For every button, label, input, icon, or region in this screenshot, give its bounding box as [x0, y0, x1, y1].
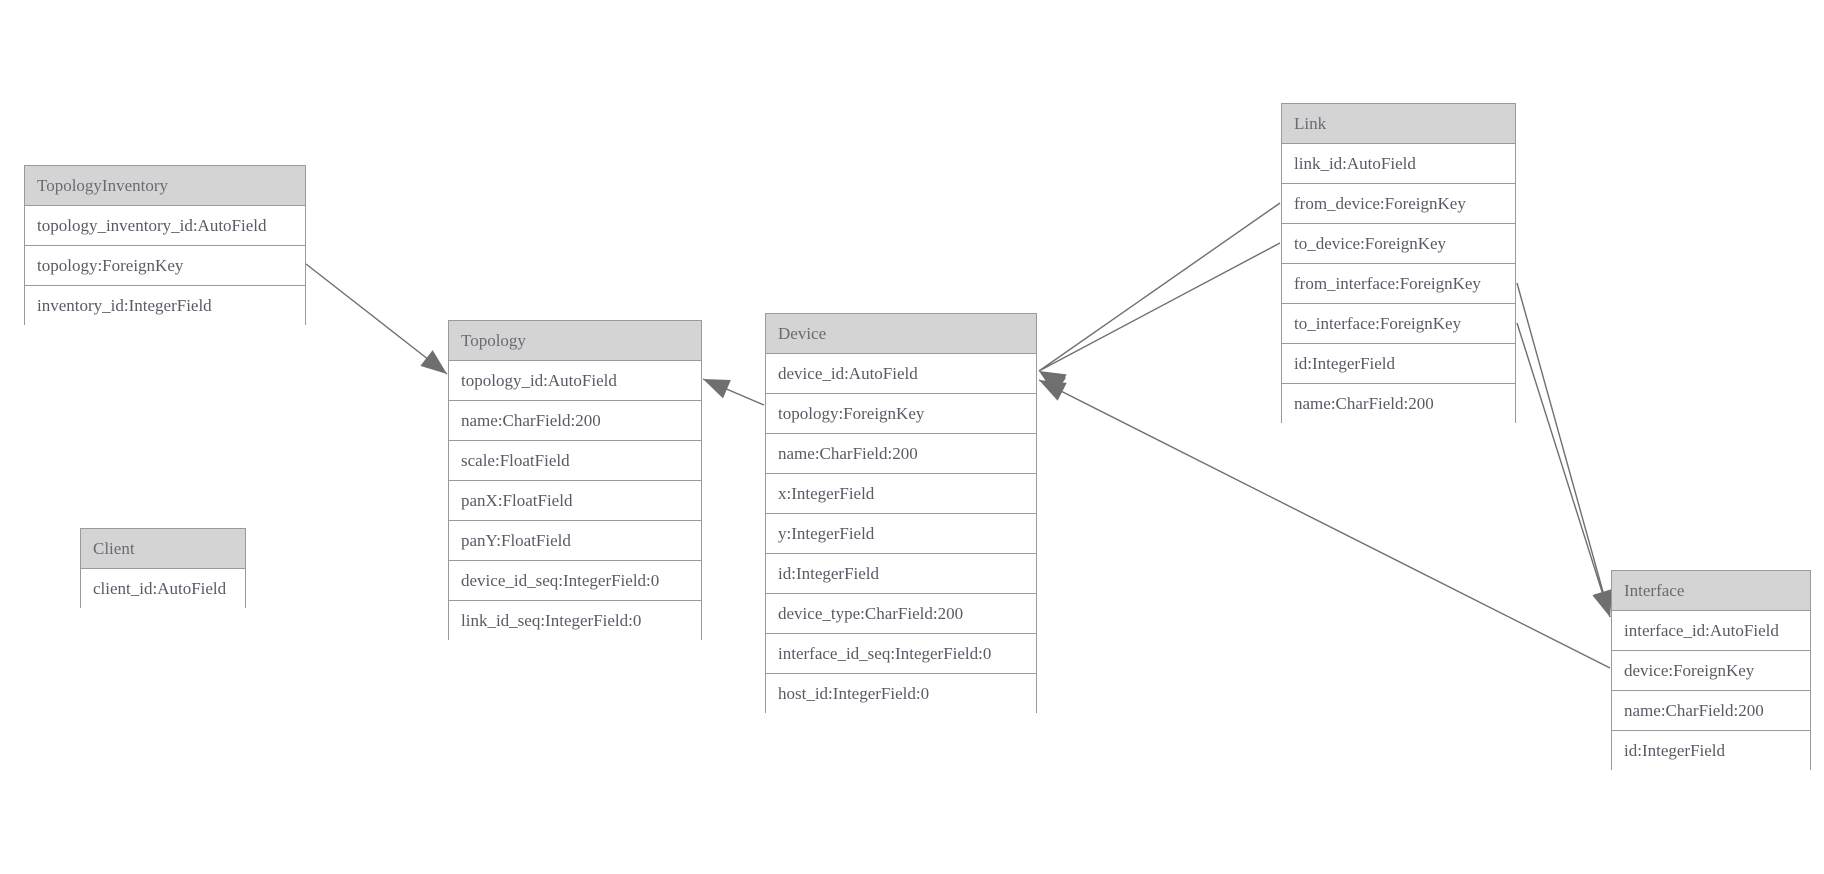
entity-field[interactable]: id:IntegerField [1612, 731, 1810, 771]
entity-field[interactable]: from_device:ForeignKey [1282, 184, 1515, 224]
entity-title-client: Client [81, 529, 245, 569]
entity-field[interactable]: id:IntegerField [1282, 344, 1515, 384]
entity-field[interactable]: to_interface:ForeignKey [1282, 304, 1515, 344]
entity-field[interactable]: y:IntegerField [766, 514, 1036, 554]
entity-field[interactable]: interface_id:AutoField [1612, 611, 1810, 651]
entity-field[interactable]: topology_inventory_id:AutoField [25, 206, 305, 246]
relationship-device-topology [702, 378, 765, 406]
entity-field[interactable]: name:CharField:200 [1612, 691, 1810, 731]
entity-field[interactable]: device:ForeignKey [1612, 651, 1810, 691]
relationship-line [1038, 202, 1281, 372]
entity-title-interface: Interface [1612, 571, 1810, 611]
entity-field[interactable]: topology_id:AutoField [449, 361, 701, 401]
entity-field[interactable]: name:CharField:200 [766, 434, 1036, 474]
entity-field[interactable]: name:CharField:200 [449, 401, 701, 441]
relationship-line [1516, 322, 1611, 618]
relationship-arrowhead [1039, 371, 1067, 393]
entity-field[interactable]: link_id:AutoField [1282, 144, 1515, 184]
entity-field[interactable]: topology:ForeignKey [766, 394, 1036, 434]
entity-field[interactable]: interface_id_seq:IntegerField:0 [766, 634, 1036, 674]
entity-field[interactable]: inventory_id:IntegerField [25, 286, 305, 326]
relationship-arrowhead [1039, 380, 1067, 401]
entity-title-topology: Topology [449, 321, 701, 361]
entity-field[interactable]: scale:FloatField [449, 441, 701, 481]
entity-field[interactable]: device_id_seq:IntegerField:0 [449, 561, 701, 601]
relationship-link-frominterface-interface [1516, 282, 1613, 618]
relationship-arrowhead [703, 379, 731, 399]
entity-field[interactable]: x:IntegerField [766, 474, 1036, 514]
entity-field[interactable]: client_id:AutoField [81, 569, 245, 609]
entity-field[interactable]: name:CharField:200 [1282, 384, 1515, 424]
relationship-line [1516, 282, 1611, 618]
entity-field[interactable]: panY:FloatField [449, 521, 701, 561]
entity-field[interactable]: id:IntegerField [766, 554, 1036, 594]
entity-field[interactable]: from_interface:ForeignKey [1282, 264, 1515, 304]
entity-title-device: Device [766, 314, 1036, 354]
entity-field[interactable]: device_id:AutoField [766, 354, 1036, 394]
entity-field[interactable]: link_id_seq:IntegerField:0 [449, 601, 701, 641]
relationship-topologyinventory-topology [305, 263, 448, 375]
relationship-link-tointerface-interface [1516, 322, 1612, 618]
relationship-line [305, 263, 448, 375]
entity-field[interactable]: to_device:ForeignKey [1282, 224, 1515, 264]
entity-field[interactable]: host_id:IntegerField:0 [766, 674, 1036, 714]
entity-field[interactable]: device_type:CharField:200 [766, 594, 1036, 634]
relationship-line [1038, 242, 1281, 372]
relationship-link-fromdevice-device [1038, 202, 1281, 395]
relationship-line [702, 378, 765, 406]
entity-title-topology_inventory: TopologyInventory [25, 166, 305, 206]
relationship-arrowhead [1039, 371, 1067, 395]
entity-title-link: Link [1282, 104, 1515, 144]
entity-field[interactable]: panX:FloatField [449, 481, 701, 521]
relationship-link-todevice-device [1038, 242, 1281, 393]
entity-field[interactable]: topology:ForeignKey [25, 246, 305, 286]
